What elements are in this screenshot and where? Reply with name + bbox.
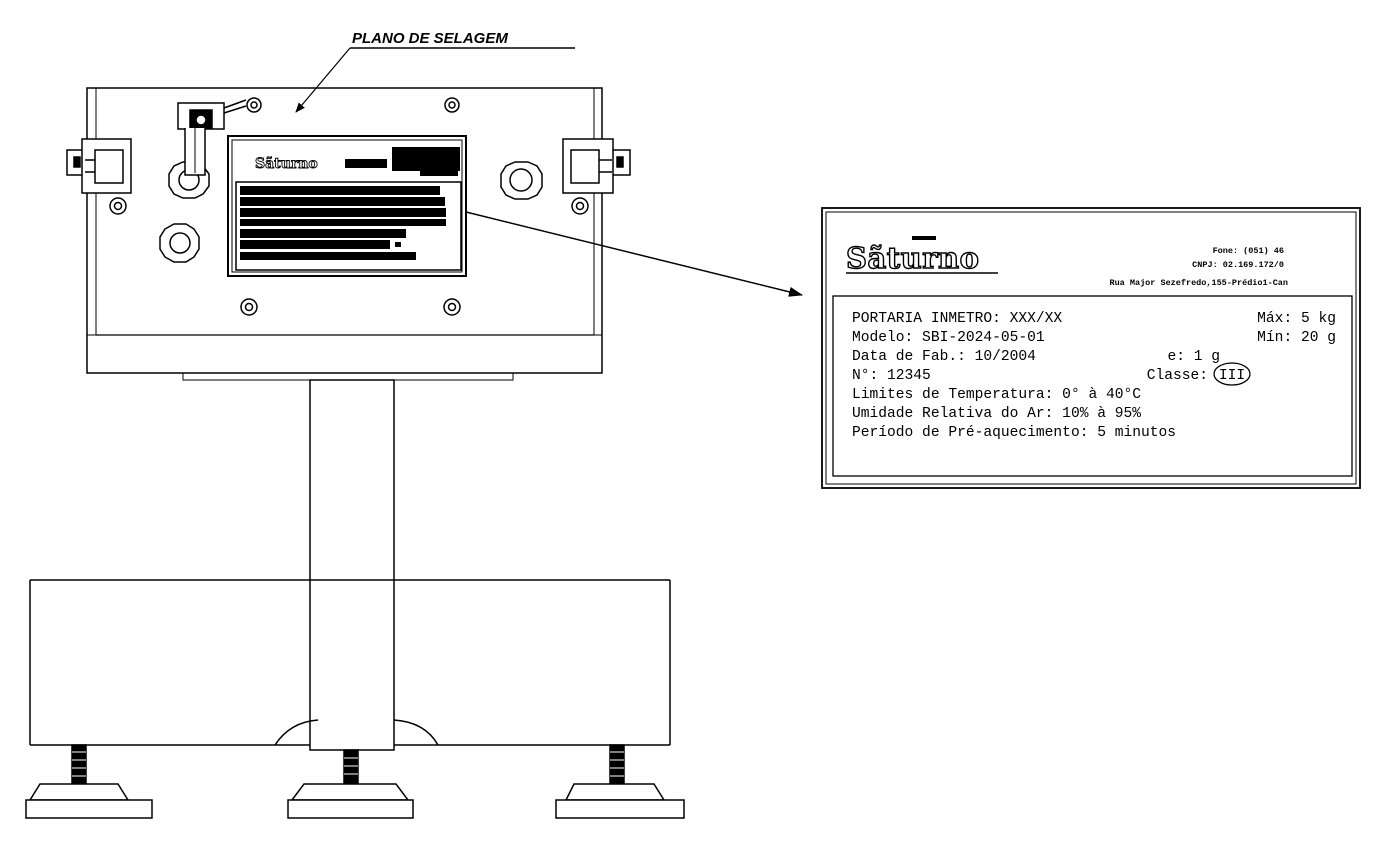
scale-column (309, 379, 395, 751)
plate-cnpj: CNPJ: 02.169.172/0 (1192, 260, 1284, 270)
mini-plate-logo: Sãturno (255, 155, 318, 172)
leveling-foot (287, 749, 414, 819)
plate-data-box (832, 295, 1353, 477)
leveling-foot (555, 744, 685, 819)
plate-numero: N°: 12345 (852, 368, 931, 384)
screw-icon (571, 197, 589, 215)
seal-plan-title-group: PLANO DE SELAGEM (295, 30, 575, 113)
plate-min: Mín: 20 g (1257, 330, 1336, 346)
seal-clip-icon (177, 99, 247, 176)
right-mounting-bracket (562, 138, 631, 194)
plate-address: Rua Major Sezefredo,155-Prédio1-Can (1109, 278, 1288, 288)
leveling-foot (25, 744, 153, 819)
plate-temperatura: Limites de Temperatura: 0° à 40°C (852, 387, 1141, 403)
screw-icon (246, 97, 262, 113)
cable-gland-icon (159, 223, 200, 263)
housing-screws (109, 97, 589, 316)
plate-phone: Fone: (051) 46 (1213, 246, 1284, 256)
plate-brand-logo: Sãturno (846, 241, 979, 275)
screw-icon (443, 298, 461, 316)
plate-max: Máx: 5 kg (1257, 311, 1336, 327)
mini-id-plate: Sãturno (227, 135, 467, 277)
screw-icon (240, 298, 258, 316)
plate-classe-value: III (1219, 368, 1245, 384)
housing-base-plate (182, 372, 514, 381)
plate-modelo: Modelo: SBI-2024-05-01 (852, 330, 1045, 346)
cable-gland-icon (500, 161, 543, 200)
plate-portaria: PORTARIA INMETRO: XXX/XX (852, 311, 1062, 327)
plate-preaquecimento: Período de Pré-aquecimento: 5 minutos (852, 425, 1176, 441)
left-mounting-bracket (66, 138, 132, 194)
plate-inner-border (825, 211, 1357, 485)
screw-icon (444, 97, 460, 113)
detail-callout-arrow (465, 211, 803, 297)
plate-e: e: 1 g (1167, 349, 1220, 365)
id-plate-detail: Sãturno Fone: (051) 46 CNPJ: 02.169.172/… (821, 207, 1361, 489)
plate-umidade: Umidade Relativa do Ar: 10% à 95% (852, 406, 1141, 422)
screw-icon (109, 197, 127, 215)
title-leader-arrow (295, 47, 351, 113)
plate-data-fab: Data de Fab.: 10/2004 (852, 349, 1036, 365)
plate-classe-label: Classe: (1147, 368, 1208, 384)
seal-plan-title: PLANO DE SELAGEM (352, 30, 508, 47)
plate-outer-border (821, 207, 1361, 489)
class-badge-icon (1213, 362, 1251, 386)
